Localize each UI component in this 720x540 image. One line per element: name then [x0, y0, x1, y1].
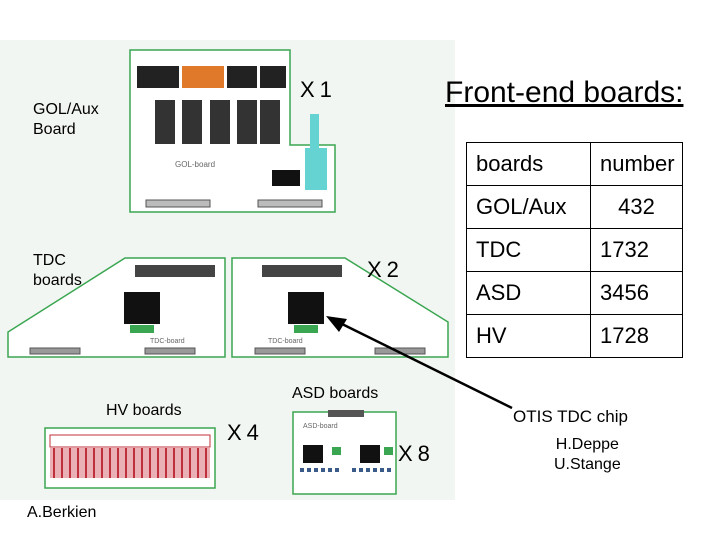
gol-aux-board-image: GOL-board	[129, 49, 336, 213]
table-cell-number: 1728	[590, 314, 683, 358]
hv-multiplier: X4	[227, 420, 264, 445]
table-row: HV 1728	[466, 314, 683, 358]
otis-chip-label: OTIS TDC chip	[513, 407, 628, 426]
page-title: Front-end boards:	[445, 76, 684, 109]
table-header-boards: boards	[466, 142, 591, 186]
hv-board-image	[44, 427, 216, 489]
hv-boards-label: HV boards	[106, 402, 182, 419]
table-cell-board: TDC	[466, 228, 591, 272]
tdc-board-left-image: TDC-board	[7, 257, 226, 358]
asd-board-image: ASD-board	[292, 410, 397, 495]
table-cell-board: HV	[466, 314, 591, 358]
tdc-boards-label: TDC boards	[33, 252, 82, 289]
table-row: TDC 1732	[466, 228, 683, 272]
table-cell-number: 432	[590, 185, 683, 229]
tdc-multiplier: X2	[367, 257, 404, 282]
table-row: ASD 3456	[466, 271, 683, 315]
board-count-table: boards number GOL/Aux 432 TDC 1732 ASD 3…	[466, 142, 683, 358]
tdc-board-right-image: TDC-board	[231, 257, 449, 358]
asd-boards-label: ASD boards	[292, 385, 379, 402]
table-cell-board: GOL/Aux	[466, 185, 591, 229]
table-cell-number: 1732	[590, 228, 683, 272]
gol-aux-board-label: GOL/Aux Board	[33, 101, 99, 138]
arrow-icon	[326, 316, 513, 410]
asd-multiplier: X8	[398, 441, 435, 466]
table-header-row: boards number	[466, 142, 683, 186]
tdc-board-left-silkscreen: TDC-board	[150, 338, 185, 345]
credits-label: H.Deppe U.Stange	[554, 436, 621, 473]
gol-board-silkscreen: GOL-board	[175, 160, 215, 169]
table-cell-board: ASD	[466, 271, 591, 315]
asd-board-silkscreen: ASD-board	[303, 423, 338, 430]
table-row: GOL/Aux 432	[466, 185, 683, 229]
tdc-board-right-silkscreen: TDC-board	[268, 338, 303, 345]
gol-multiplier: X1	[300, 77, 337, 102]
author-label: A.Berkien	[27, 504, 97, 521]
table-cell-number: 3456	[590, 271, 683, 315]
table-header-number: number	[590, 142, 683, 186]
